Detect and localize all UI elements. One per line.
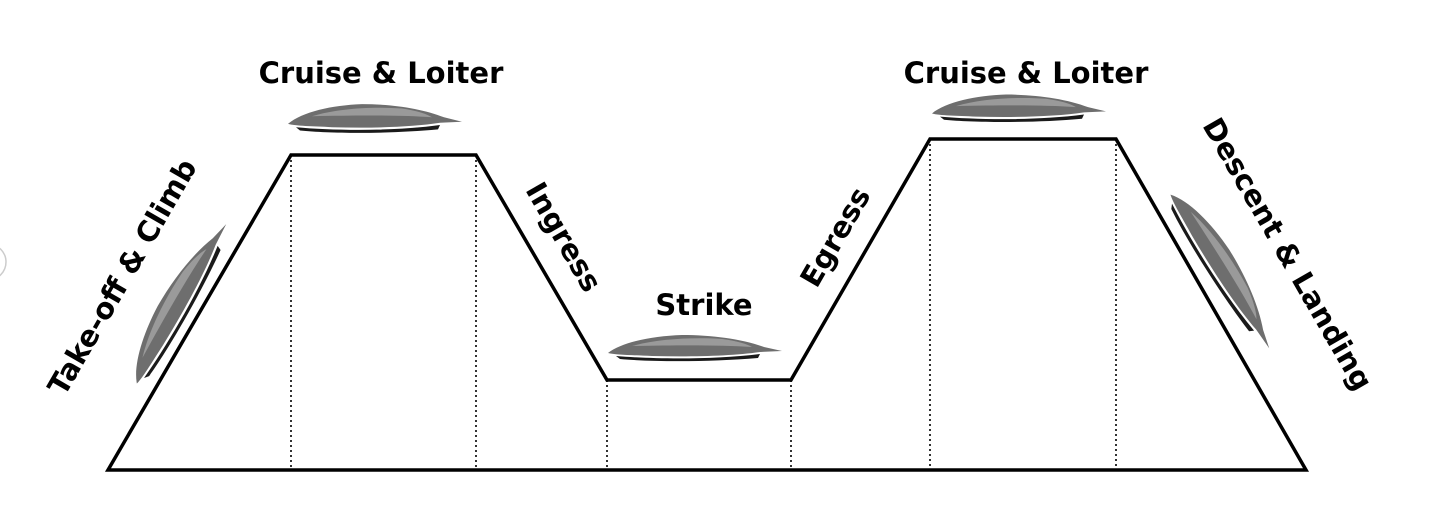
aircraft-icon-strike: [608, 335, 782, 362]
aircraft-icon-cruise-2: [932, 94, 1106, 122]
label-cruise-loiter-1: Cruise & Loiter: [259, 56, 504, 90]
edge-circle-decoration: [0, 247, 7, 277]
mission-profile-outline: [104, 137, 1310, 472]
label-strike: Strike: [655, 288, 752, 322]
aircraft-icon-cruise-1: [288, 104, 462, 133]
label-ingress: Ingress: [519, 176, 609, 298]
label-egress: Egress: [793, 181, 877, 292]
label-cruise-loiter-2: Cruise & Loiter: [904, 56, 1149, 90]
